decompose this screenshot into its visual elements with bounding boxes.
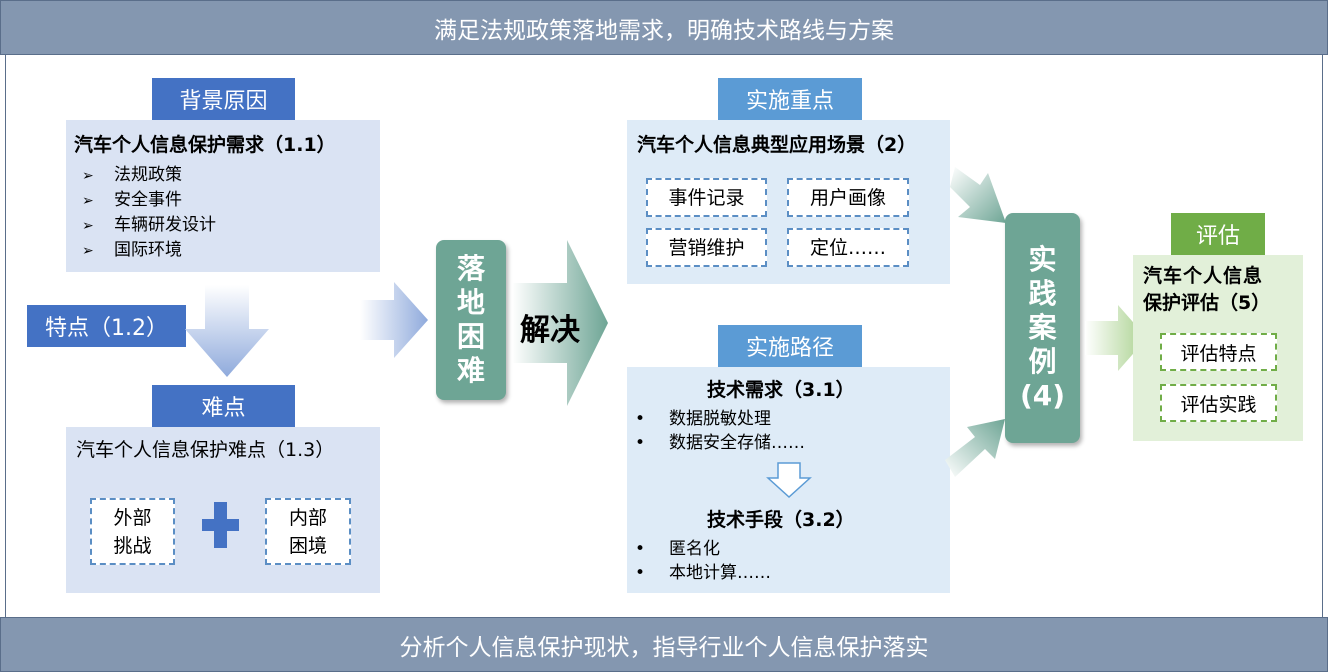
solve-arrow-icon bbox=[512, 240, 608, 406]
path-box: 技术需求（3.1） • 数据脱敏处理 • 数据安全存储…… 技术手段（3.2） • 匿… bbox=[627, 367, 950, 593]
char: 地 bbox=[456, 286, 485, 319]
diagonal-arrow-down-icon bbox=[950, 167, 1006, 223]
scene-box: 营销维护 bbox=[646, 228, 767, 267]
item-label: 国际环境 bbox=[114, 240, 182, 260]
features-label: 特点（1.2） bbox=[27, 305, 186, 347]
char: 例 bbox=[1028, 345, 1057, 378]
char: 实 bbox=[1028, 243, 1057, 276]
header-banner: 满足法规政策落地需求，明确技术路线与方案 bbox=[0, 0, 1328, 55]
practice-cases-box[interactable]: 实践案例(4) bbox=[1005, 213, 1080, 443]
background-tab: 背景原因 bbox=[152, 78, 295, 120]
char: 难 bbox=[456, 354, 485, 387]
bullet-icon: ➢ bbox=[82, 243, 94, 259]
tech-requirements-title: 技术需求（3.1） bbox=[707, 379, 855, 401]
green-arrow-icon bbox=[1085, 305, 1147, 371]
plus-icon bbox=[202, 502, 239, 548]
item-label: 数据脱敏处理 bbox=[669, 409, 771, 429]
solve-label: 解决 bbox=[520, 313, 580, 348]
down-outline-arrow-icon bbox=[766, 462, 812, 499]
list-item: ➢ 安全事件 bbox=[82, 188, 380, 213]
eval-title-line: 汽车个人信息 bbox=[1143, 265, 1264, 287]
char: 落 bbox=[456, 252, 485, 285]
right-arrow-icon bbox=[360, 282, 428, 358]
bullet-icon: ➢ bbox=[82, 168, 94, 184]
char: (4) bbox=[1019, 379, 1066, 412]
tech-means-list: • 匿名化 • 本地计算…… bbox=[635, 537, 771, 585]
eval-tab: 评估 bbox=[1171, 213, 1265, 255]
item-label: 数据安全存储…… bbox=[669, 433, 805, 453]
char: 案 bbox=[1028, 311, 1057, 344]
bullet-icon: ➢ bbox=[82, 218, 94, 234]
char: 践 bbox=[1028, 277, 1057, 310]
eval-item-box: 评估特点 bbox=[1160, 333, 1277, 371]
item-label: 安全事件 bbox=[114, 190, 182, 210]
bullet-icon: • bbox=[635, 433, 646, 453]
item-label: 车辆研发设计 bbox=[114, 215, 216, 235]
footer-banner: 分析个人信息保护现状，指导行业个人信息保护落实 bbox=[0, 617, 1328, 672]
list-item: • 匿名化 bbox=[635, 537, 771, 561]
tech-requirements-list: • 数据脱敏处理 • 数据安全存储…… bbox=[635, 407, 805, 455]
down-arrow-icon bbox=[185, 285, 269, 377]
label: 挑战 bbox=[113, 534, 152, 557]
list-item: • 数据安全存储…… bbox=[635, 431, 805, 455]
bullet-icon: • bbox=[635, 539, 646, 559]
difficulty-title: 汽车个人信息保护难点（1.3） bbox=[76, 439, 335, 461]
focus-title: 汽车个人信息典型应用场景（2） bbox=[637, 134, 917, 156]
bullet-icon: ➢ bbox=[82, 193, 94, 209]
scene-box: 事件记录 bbox=[646, 178, 767, 217]
background-box: 汽车个人信息保护需求（1.1） ➢ 法规政策 ➢ 安全事件 ➢ 车辆研发设计 ➢ 国际环… bbox=[66, 120, 380, 272]
bullet-icon: • bbox=[635, 563, 646, 583]
difficulty-tab: 难点 bbox=[152, 385, 295, 427]
scene-box: 用户画像 bbox=[787, 178, 909, 217]
label: 内部 bbox=[288, 506, 327, 529]
external-challenge-box: 外部挑战 bbox=[90, 498, 175, 565]
tech-means-title: 技术手段（3.2） bbox=[707, 509, 855, 531]
diagonal-arrow-up-icon bbox=[945, 419, 1005, 477]
list-item: • 本地计算…… bbox=[635, 561, 771, 585]
eval-title-line: 保护评估（5） bbox=[1143, 292, 1271, 314]
landing-difficulty-box: 落地困难 bbox=[436, 240, 506, 400]
item-label: 本地计算…… bbox=[669, 563, 771, 583]
focus-tab: 实施重点 bbox=[718, 78, 862, 120]
background-list: ➢ 法规政策 ➢ 安全事件 ➢ 车辆研发设计 ➢ 国际环境 bbox=[74, 163, 380, 263]
list-item: • 数据脱敏处理 bbox=[635, 407, 805, 431]
list-item: ➢ 法规政策 bbox=[82, 163, 380, 188]
label: 外部 bbox=[113, 506, 152, 529]
bullet-icon: • bbox=[635, 409, 646, 429]
item-label: 匿名化 bbox=[669, 539, 720, 559]
eval-item-box: 评估实践 bbox=[1160, 384, 1277, 422]
scene-box: 定位…… bbox=[787, 228, 909, 267]
char: 困 bbox=[456, 320, 485, 353]
label: 困境 bbox=[288, 534, 327, 557]
list-item: ➢ 国际环境 bbox=[82, 238, 380, 263]
internal-dilemma-box: 内部困境 bbox=[265, 498, 351, 565]
list-item: ➢ 车辆研发设计 bbox=[82, 213, 380, 238]
background-title: 汽车个人信息保护需求（1.1） bbox=[74, 134, 336, 156]
item-label: 法规政策 bbox=[114, 165, 182, 185]
path-tab: 实施路径 bbox=[718, 325, 862, 367]
